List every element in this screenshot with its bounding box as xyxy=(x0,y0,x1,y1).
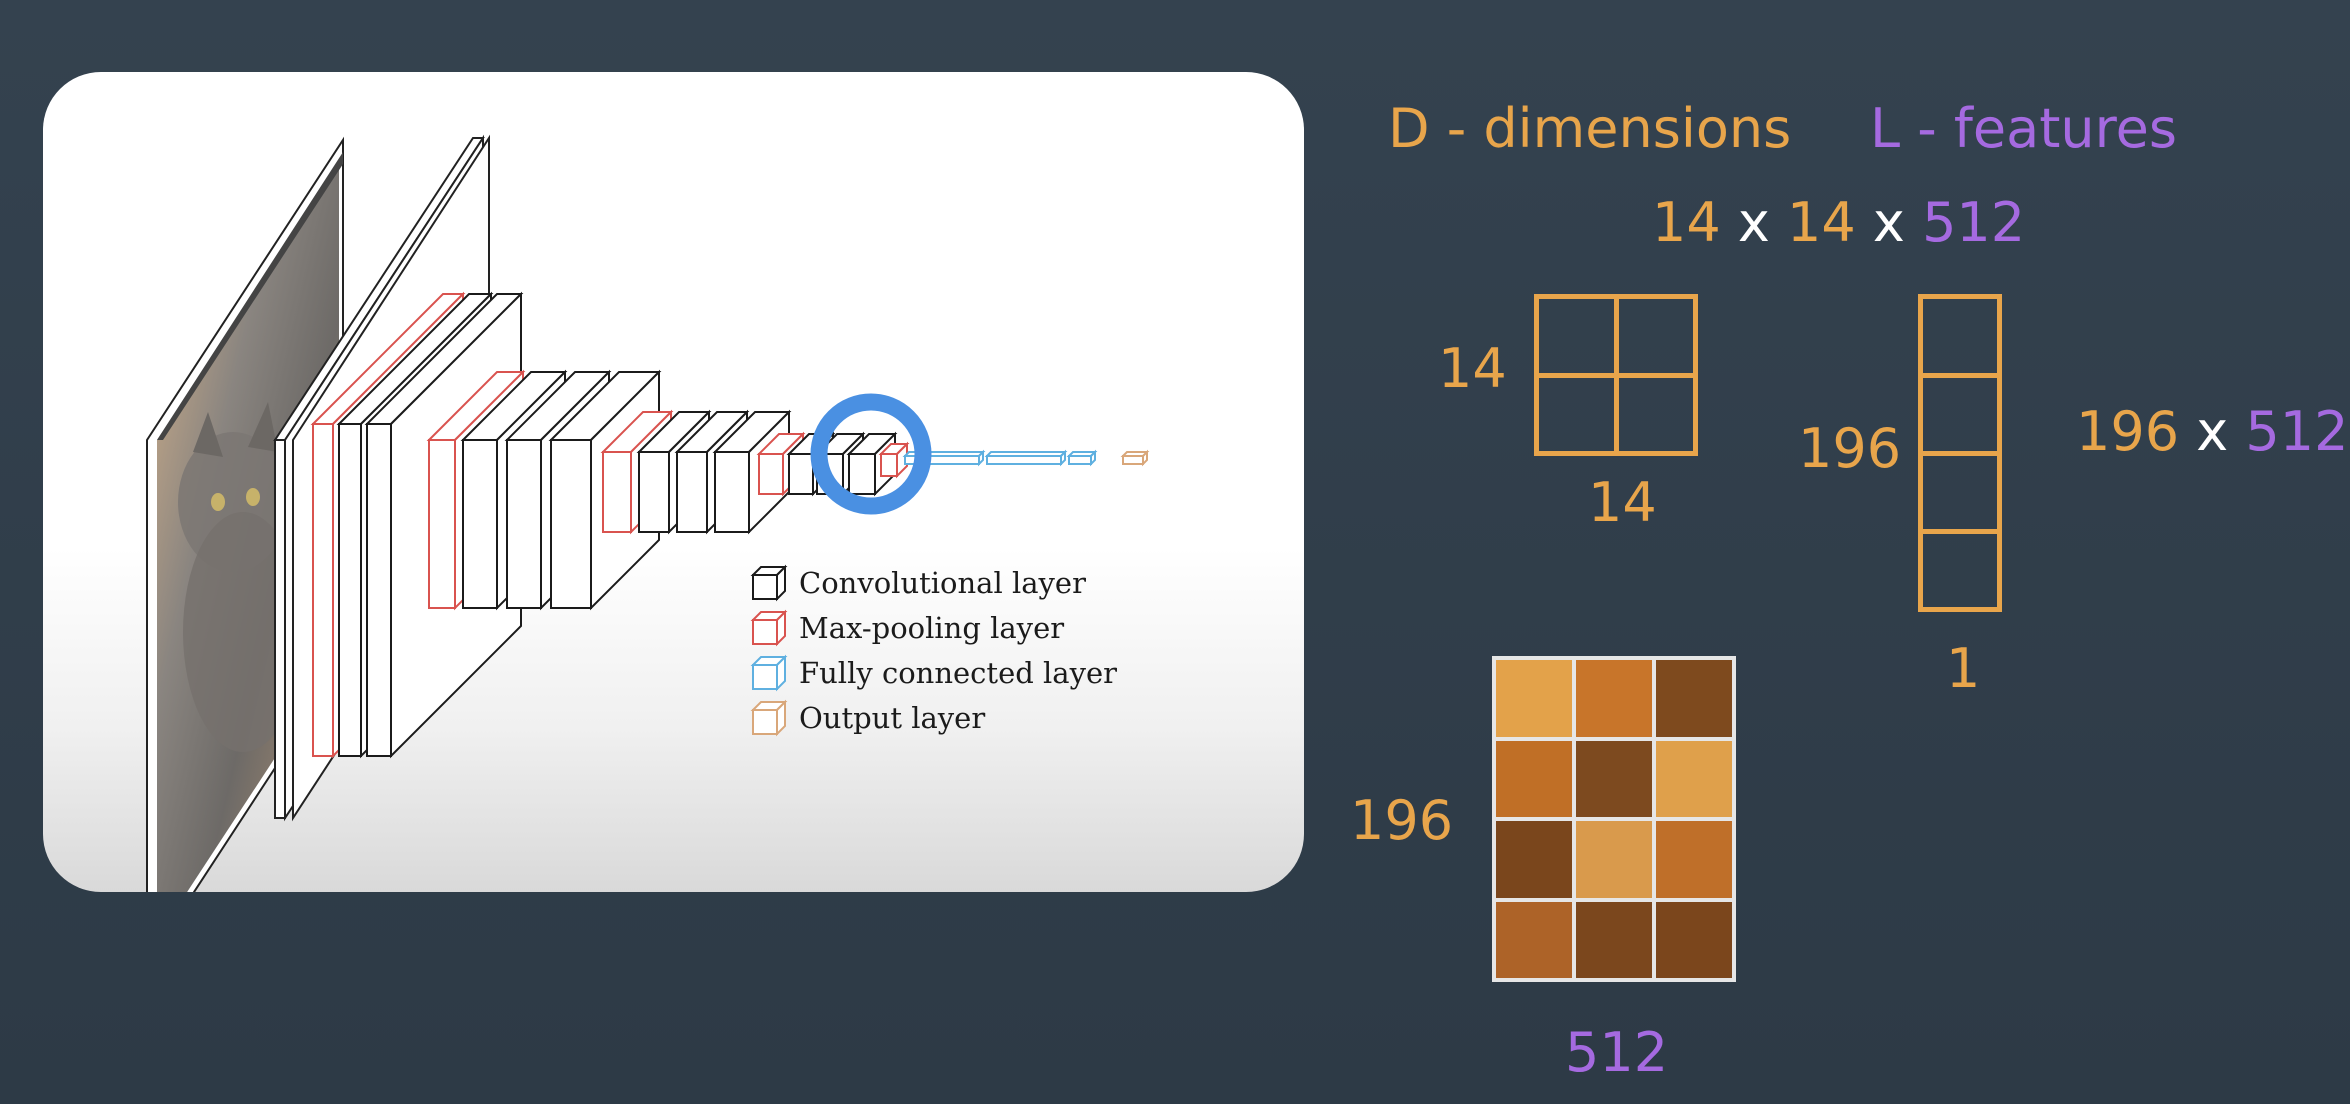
legend-label: Convolutional layer xyxy=(799,566,1086,600)
matrix-row-label: 196 xyxy=(1350,789,1454,852)
matrix-cell xyxy=(1656,740,1732,817)
matrix-cell xyxy=(1496,821,1572,898)
column-row-label: 196 xyxy=(1798,417,1902,480)
column-divider xyxy=(1923,451,1997,456)
matrix-cell xyxy=(1656,660,1732,737)
legend-label: Output layer xyxy=(799,701,985,735)
output-block xyxy=(1120,449,1150,467)
legend-cube-icon xyxy=(750,654,788,692)
matrix-cell xyxy=(1576,660,1652,737)
reshaped-formula: 196 x 512 xyxy=(2076,405,2348,459)
feature-matrix xyxy=(1492,656,1736,982)
matrix-cell xyxy=(1576,740,1652,817)
fc-block xyxy=(1066,449,1098,467)
spatial-grid xyxy=(1534,294,1698,456)
fc-block xyxy=(984,449,1068,467)
shape-formula: 14 x 14 x 512 xyxy=(1652,196,2025,250)
matrix-cell xyxy=(1496,660,1572,737)
maxpool-block xyxy=(878,441,910,479)
matrix-cell xyxy=(1576,821,1652,898)
features-label: L - features xyxy=(1870,97,2177,160)
matrix-cell xyxy=(1576,901,1652,978)
highlight-ring xyxy=(810,393,932,515)
column-col-label: 1 xyxy=(1946,637,1981,700)
grid-divider-horizontal xyxy=(1539,373,1693,378)
legend-label: Max-pooling layer xyxy=(799,611,1064,645)
matrix-cell xyxy=(1656,901,1732,978)
reshaped-cols: 512 xyxy=(2245,400,2349,463)
matrix-col-label: 512 xyxy=(1565,1021,1669,1084)
matrix-cell xyxy=(1496,740,1572,817)
times-sign: x xyxy=(1872,191,1905,254)
shape-height: 14 xyxy=(1652,191,1721,254)
column-divider xyxy=(1923,529,1997,534)
matrix-cell xyxy=(1496,901,1572,978)
column-divider xyxy=(1923,373,1997,378)
legend-cube-icon xyxy=(750,699,788,737)
grid-row-label: 14 xyxy=(1438,337,1507,400)
grid-col-label: 14 xyxy=(1588,471,1657,534)
matrix-cell xyxy=(1656,821,1732,898)
reshaped-rows: 196 xyxy=(2076,400,2180,463)
shape-width: 14 xyxy=(1787,191,1856,254)
legend-label: Fully connected layer xyxy=(799,656,1117,690)
flattened-column xyxy=(1918,294,2002,612)
times-sign: x xyxy=(2196,400,2229,463)
dimensions-label: D - dimensions xyxy=(1388,97,1792,160)
shape-channels: 512 xyxy=(1922,191,2026,254)
times-sign: x xyxy=(1737,191,1770,254)
legend-cube-icon xyxy=(750,609,788,647)
legend-cube-icon xyxy=(750,564,788,602)
